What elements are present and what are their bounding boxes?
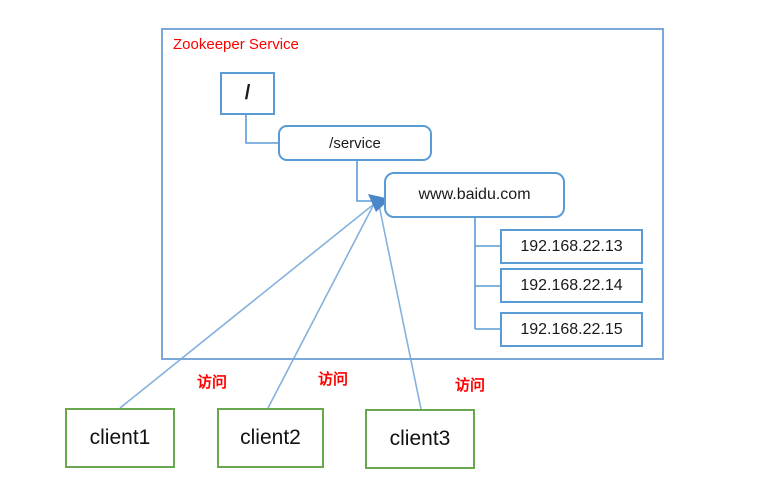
node-ip-2: 192.168.22.14 [500,268,643,303]
node-root-label: / [244,82,251,104]
access-label-1: 访问 [197,374,228,391]
client1-label: client1 [89,426,151,449]
edge-client2-access [267,203,375,409]
access-label-2: 访问 [318,371,349,388]
node-service: /service [278,125,432,161]
node-ip-1: 192.168.22.13 [500,229,643,264]
client3-box: client3 [365,409,475,469]
node-ip-3: 192.168.22.15 [500,312,643,347]
client3-label: client3 [389,427,451,450]
edge-client3-access [378,204,422,410]
client1-box: client1 [65,408,175,468]
client2-box: client2 [217,408,324,468]
node-ip-3-label: 192.168.22.15 [520,320,623,338]
access-label-3: 访问 [455,377,486,394]
node-root: / [220,72,275,115]
edge-client1-access [119,203,375,409]
node-domain: www.baidu.com [384,172,565,218]
zookeeper-service-title: Zookeeper Service [173,36,299,53]
edge-root-to-service [245,115,278,144]
client2-label: client2 [240,426,301,449]
node-domain-label: www.baidu.com [418,186,531,203]
node-service-label: /service [329,134,381,152]
node-ip-2-label: 192.168.22.14 [520,276,623,294]
node-ip-1-label: 192.168.22.13 [520,237,623,255]
zookeeper-service-boundary [161,28,664,360]
